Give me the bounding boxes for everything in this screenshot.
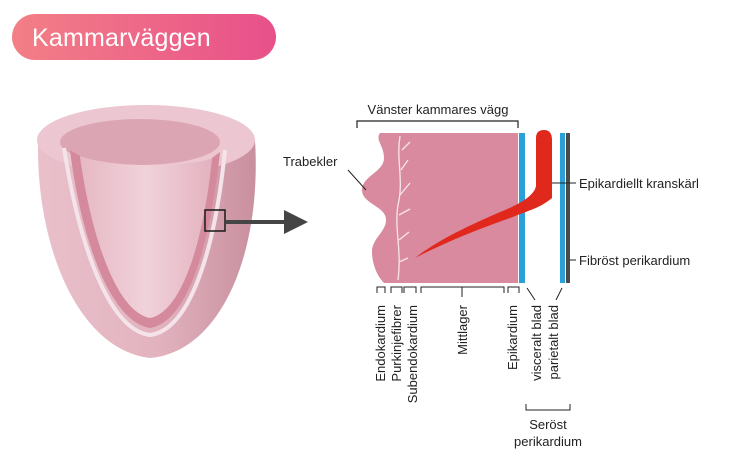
coronary-label: Epikardiellt kranskärl [579, 176, 699, 191]
fibrous-pericardium-layer [566, 133, 570, 283]
wall-cross-section: Vänster kammares vägg [356, 102, 570, 283]
ventricle-inner-band [70, 150, 220, 328]
serous-label-line1: Seröst [529, 417, 567, 432]
purkinje-label: Purkinjefibrer [389, 304, 404, 381]
wall-bracket [356, 120, 519, 128]
parietal-label: parietalt blad [546, 305, 561, 379]
epicardium-label: Epikardium [505, 305, 520, 370]
subendocardium-label: Subendokardium [405, 305, 420, 403]
parietal-layer [560, 133, 565, 283]
page-title: Kammarväggen [32, 24, 211, 52]
ventricle-illustration [37, 105, 308, 358]
epicardial-coronary-vessel [415, 130, 552, 258]
ventricle-cavity [80, 156, 212, 318]
leader-lines [347, 169, 576, 411]
purkinje-fibers [396, 135, 411, 281]
serous-label-line2: perikardium [514, 434, 582, 449]
title-banner [12, 14, 276, 60]
wall-label: Vänster kammares vägg [368, 102, 509, 117]
myocardium-label: Mittlager [455, 304, 470, 355]
fibrous-label: Fibröst perikardium [579, 253, 690, 268]
visceral-label: visceralt blad [529, 305, 544, 381]
ventricle-cut-edge [62, 147, 227, 338]
ventricle-cavity-opening [60, 119, 220, 165]
right-arrow-icon [284, 210, 308, 234]
trabekler-label: Trabekler [283, 154, 338, 169]
endocardium-label: Endokardium [373, 305, 388, 382]
myocardium-block [362, 133, 518, 283]
